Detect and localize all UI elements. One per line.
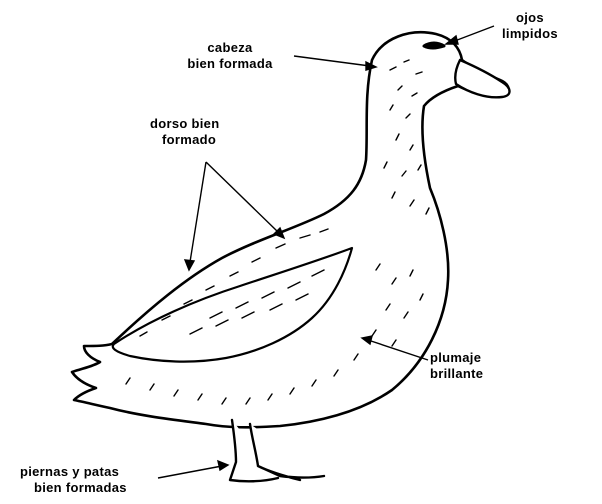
label-plumage-line1: plumaje (430, 350, 483, 366)
duck-illustration (72, 32, 510, 481)
label-plumage: plumaje brillante (430, 350, 483, 382)
label-legs-line2: bien formadas (20, 480, 127, 496)
label-plumage-line2: brillante (430, 366, 483, 382)
label-back: dorso bien formado (150, 116, 219, 148)
arrowhead-legs (218, 461, 228, 470)
label-back-line1: dorso bien (150, 116, 219, 132)
label-head-line2: bien formada (170, 56, 290, 72)
label-head: cabeza bien formada (170, 40, 290, 72)
label-head-line1: cabeza (170, 40, 290, 56)
label-eyes-line2: limpidos (502, 26, 558, 42)
label-legs-line1: piernas y patas (20, 464, 127, 480)
arrow-back-1 (190, 162, 206, 262)
arrow-eyes (452, 26, 494, 42)
duck-legs (230, 420, 324, 481)
arrow-head (294, 56, 370, 66)
label-eyes-line1: ojos (502, 10, 558, 26)
label-legs: piernas y patas bien formadas (20, 464, 127, 496)
arrow-back-2 (206, 162, 278, 232)
arrowhead-back-1 (185, 260, 194, 270)
duck-bill (455, 60, 509, 97)
label-back-line2: formado (150, 132, 219, 148)
label-eyes: ojos limpidos (502, 10, 558, 42)
arrow-legs (158, 466, 222, 478)
duck-eye (424, 43, 444, 48)
